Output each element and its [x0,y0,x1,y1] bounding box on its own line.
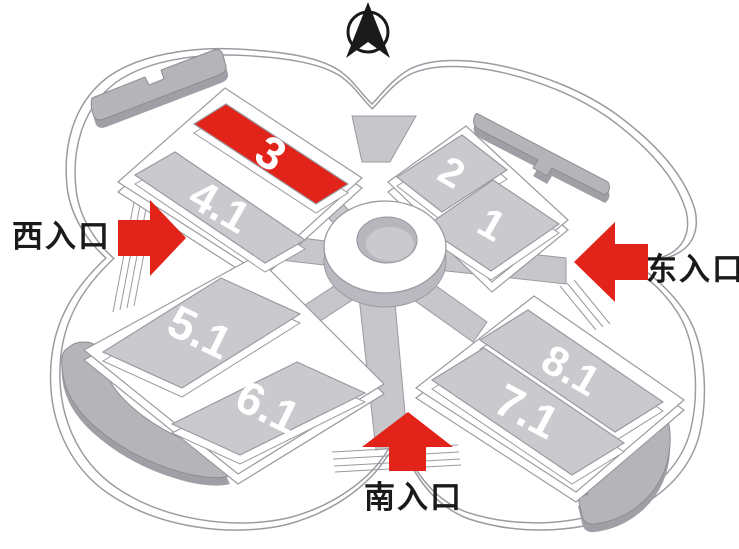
walkway-north [351,115,417,163]
hall-4.1-region[interactable]: 4.1 [133,151,307,273]
south-entrance-label: 南入口 [364,480,463,515]
east-entrance-label: 东入口 [646,252,739,287]
hall-8.1-roof[interactable] [478,309,665,433]
hall-7.1-roof[interactable] [430,347,626,476]
hall-6.1-roof[interactable] [170,361,367,456]
hall-5.1-roof[interactable] [101,277,302,389]
west-entrance-arrow [118,200,186,276]
hall-2-roof[interactable] [395,134,509,213]
hall-5.1-region[interactable]: 5.1 [101,277,302,398]
hall-4.1-roof[interactable] [133,151,307,264]
northwest-canopy [90,49,229,128]
west-entrance-label: 西入口 [12,219,111,254]
hall-3-roof[interactable] [192,103,350,205]
hall-7.1-region[interactable]: 7.1 [430,347,626,485]
hall-8.1-region[interactable]: 8.1 [478,309,665,442]
platform-northwest [117,87,363,273]
hall-1-roof[interactable] [423,179,561,272]
central-ring-hub [323,200,447,308]
northeast-canopy [473,113,610,203]
south-entrance-arrow [362,412,453,471]
east-entrance-arrow [574,222,648,302]
east-entrance-stairs [559,279,611,331]
north-compass-icon [346,2,390,58]
hall-1-region[interactable]: 1 [423,179,561,281]
hall-2-region[interactable]: 2 [395,134,509,222]
hall-3-region[interactable]: 3 [192,103,350,214]
